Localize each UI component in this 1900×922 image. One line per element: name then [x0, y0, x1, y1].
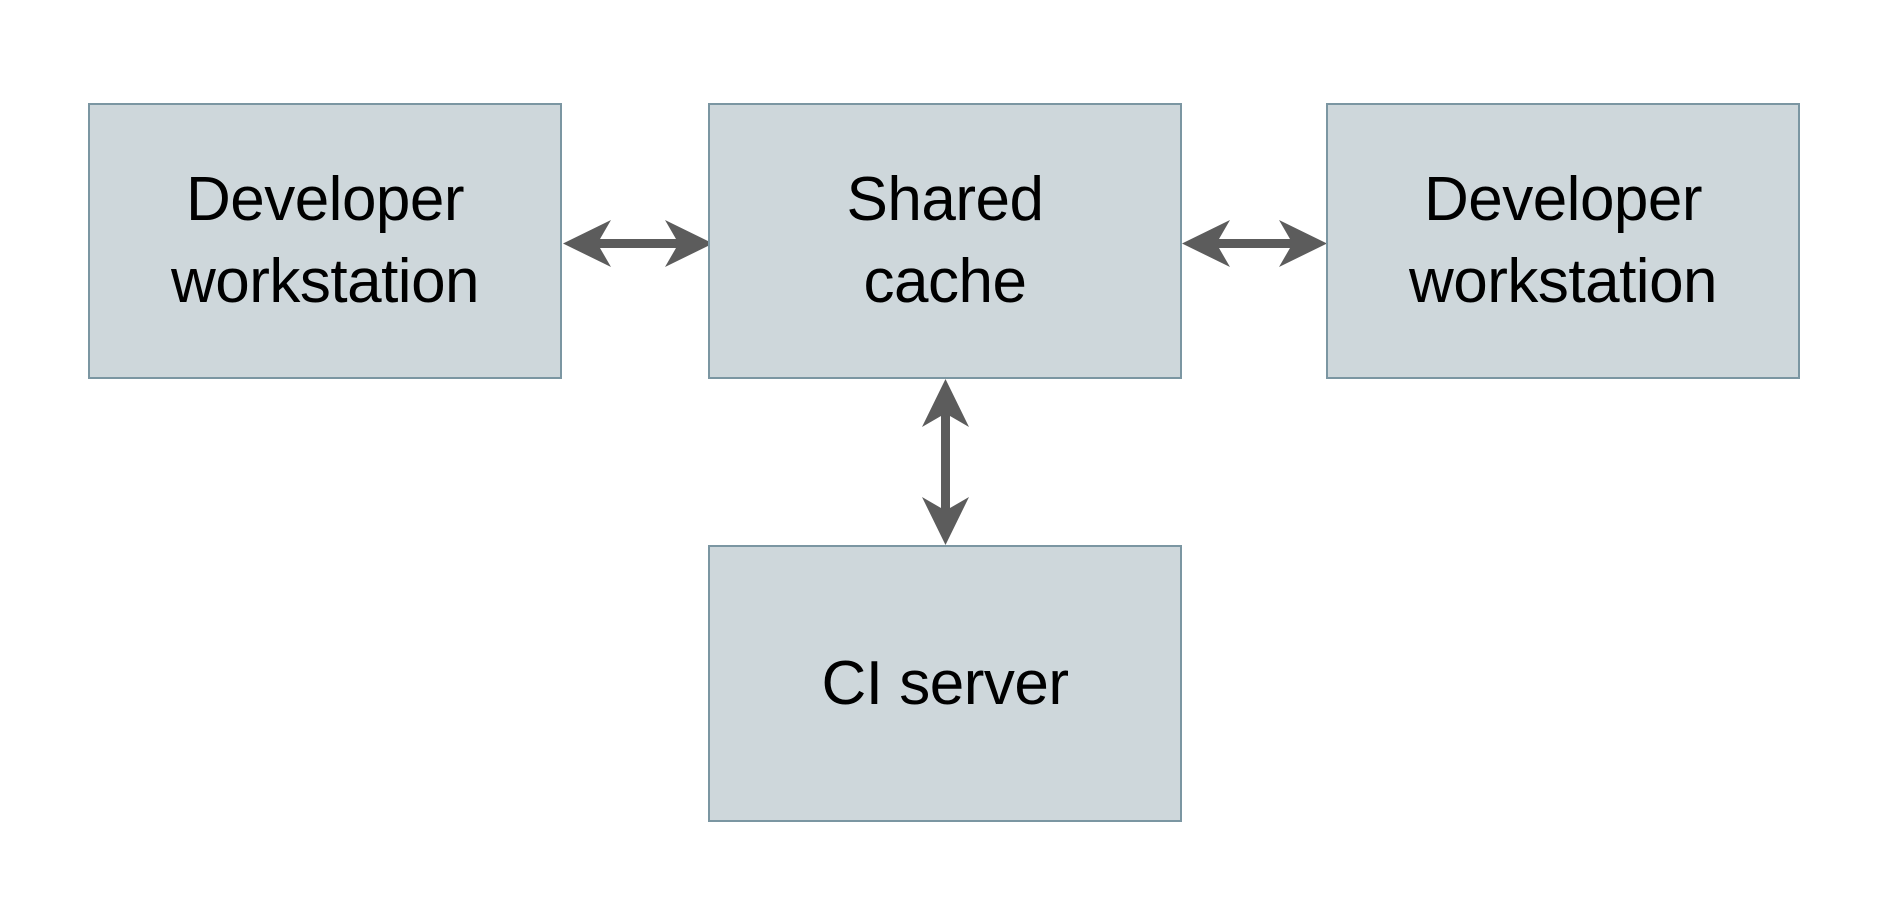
node-label: CI server — [821, 648, 1069, 718]
node-label: Developer workstation — [1408, 165, 1718, 316]
node-developer-workstation-left[interactable]: Developer workstation — [88, 103, 562, 379]
node-developer-workstation-right[interactable]: Developer workstation — [1326, 103, 1800, 379]
node-shared-cache[interactable]: Shared cache — [708, 103, 1182, 379]
node-label: Developer workstation — [170, 165, 480, 316]
edge-shared-dev-right-arrow — [1182, 220, 1327, 267]
edge-dev-left-shared-arrow — [563, 220, 713, 267]
edge-shared-ci-arrow — [922, 379, 969, 545]
node-ci-server[interactable]: CI server — [708, 545, 1182, 822]
node-label: Shared cache — [846, 165, 1044, 316]
